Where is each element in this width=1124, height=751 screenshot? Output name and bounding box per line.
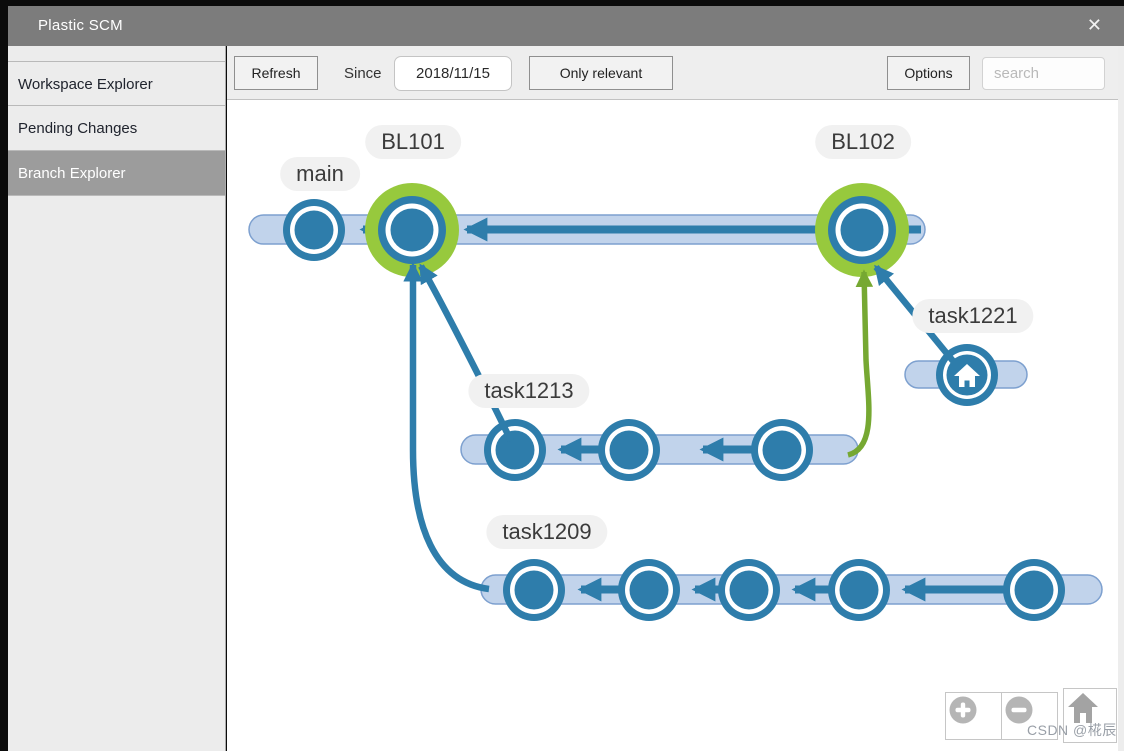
search-input[interactable] [982, 57, 1105, 90]
changeset-node-task1209-4[interactable] [828, 559, 890, 621]
changeset-node-bl101[interactable] [365, 183, 459, 277]
branch-label-task1221[interactable]: task1221 [912, 299, 1034, 333]
refresh-button[interactable]: Refresh [234, 56, 318, 90]
toolbar: Refresh Since Only relevant Options [227, 46, 1118, 100]
branch-edges [403, 262, 956, 593]
changeset-node-main[interactable] [283, 199, 345, 261]
plus-circle-icon [949, 696, 977, 724]
changeset-node-task1213-3[interactable] [751, 419, 813, 481]
edge-task1213-to-bl101 [418, 263, 514, 443]
branch-label-task1213[interactable]: task1213 [468, 374, 590, 408]
branch-explorer-canvas: main BL101 BL102 task1221 task1213 task1… [227, 100, 1118, 751]
sidebar-item-branch-explorer[interactable]: Branch Explorer [8, 151, 225, 196]
since-label: Since [344, 65, 382, 82]
window-title: Plastic SCM [38, 17, 123, 34]
zoom-out-button[interactable] [1001, 692, 1058, 740]
zoom-in-button[interactable] [945, 692, 1002, 740]
sidebar: Workspace Explorer Pending Changes Branc… [8, 46, 226, 751]
sidebar-item-workspace-explorer[interactable]: Workspace Explorer [8, 61, 225, 106]
branch-diagram [248, 183, 1103, 621]
close-icon[interactable]: ✕ [1086, 15, 1102, 35]
minus-circle-icon [1005, 696, 1033, 724]
branch-label-task1209[interactable]: task1209 [486, 515, 608, 549]
edge-merge-task1213-to-bl102 [847, 269, 874, 458]
changeset-node-task1213-2[interactable] [598, 419, 660, 481]
changeset-links [359, 217, 1034, 602]
reset-view-home-button[interactable] [1063, 688, 1117, 743]
changeset-node-task1213-1[interactable] [484, 419, 546, 481]
options-button[interactable]: Options [887, 56, 970, 90]
changeset-node-task1209-3[interactable] [718, 559, 780, 621]
changeset-node-bl102[interactable] [815, 183, 909, 277]
since-date-input[interactable] [394, 56, 512, 91]
branch-label-bl102[interactable]: BL102 [815, 125, 911, 159]
branch-label-bl101[interactable]: BL101 [365, 125, 461, 159]
changeset-node-task1209-1[interactable] [503, 559, 565, 621]
sidebar-item-pending-changes[interactable]: Pending Changes [8, 106, 225, 151]
changeset-node-task1209-5[interactable] [1003, 559, 1065, 621]
window-titlebar: Plastic SCM ✕ [8, 6, 1124, 46]
home-icon [1068, 693, 1098, 723]
window-right-border [1118, 46, 1124, 751]
branch-label-main[interactable]: main [280, 157, 360, 191]
home-icon [954, 364, 980, 387]
edge-task1209-to-bl101 [403, 262, 490, 593]
only-relevant-button[interactable]: Only relevant [529, 56, 673, 90]
changeset-node-task1209-2[interactable] [618, 559, 680, 621]
